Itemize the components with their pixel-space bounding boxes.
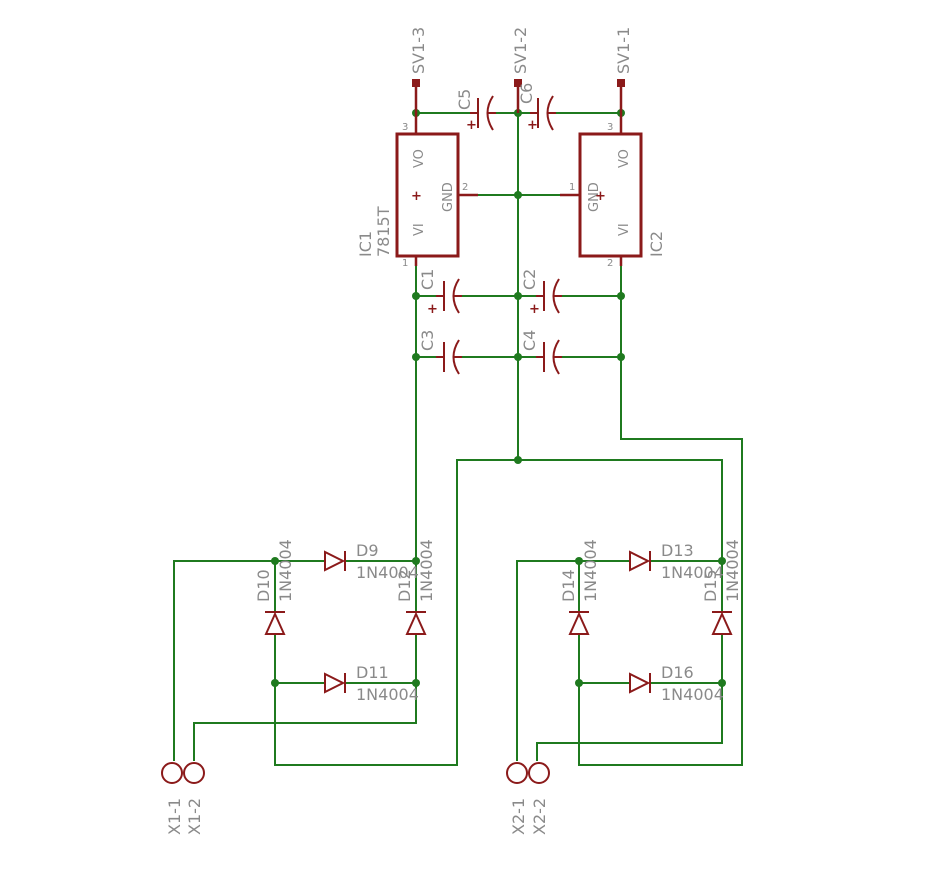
ic2-gnd: GND [587,182,602,212]
d10-label: D10 [254,569,273,602]
junctions [271,109,726,687]
d14-diode: D14 1N4004 [559,539,600,635]
d14-value: 1N4004 [581,539,600,602]
ic1-plus: + [411,189,422,204]
c1-polarity: + [427,302,438,317]
d15-diode: D15 1N4004 [701,539,742,635]
d11-label: D11 [356,663,389,682]
ic2-regulator: 3 1 2 VO GND VI + IC2 [560,113,666,269]
ic2-pin1: 1 [569,182,575,193]
d9-value: 1N4004 [356,563,419,582]
c5-capacitor: + C5 [455,89,496,133]
x2-1-label: X2-1 [509,798,528,835]
d9-diode: D9 1N4004 [324,541,419,582]
c6-label: C6 [517,83,536,104]
ic2-plus: + [595,189,606,204]
d11-value: 1N4004 [356,685,419,704]
c4-label: C4 [520,330,539,351]
c6-capacitor: + C6 [517,83,556,133]
d12-value: 1N4004 [417,539,436,602]
x1-terminal: X1-1 X1-2 [161,762,205,835]
d16-diode: D16 1N4004 [629,663,724,704]
sv1-3-pin: SV1-3 [409,27,428,113]
ic2-pin3: 3 [607,122,613,133]
d12-label: D12 [395,569,414,602]
sv1-1-label: SV1-1 [614,27,633,74]
d16-value: 1N4004 [661,685,724,704]
x1-2-label: X1-2 [185,798,204,835]
d9-label: D9 [356,541,379,560]
c4-capacitor: C4 [520,330,562,375]
sv1-3-label: SV1-3 [409,27,428,74]
wires [173,112,743,766]
ic2-vo: VO [617,149,632,168]
d11-diode: D11 1N4004 [324,663,419,704]
x2-2-label: X2-2 [530,798,549,835]
ic1-name: IC1 [356,231,375,257]
c5-label: C5 [455,89,474,110]
c3-capacitor: C3 [418,330,462,375]
d10-value: 1N4004 [276,539,295,602]
ic1-gnd: GND [441,182,456,212]
ic1-pin1: 1 [402,258,408,269]
c2-label: C2 [520,269,539,290]
c2-capacitor: + C2 [520,269,562,317]
d13-diode: D13 1N4004 [629,541,724,582]
ic1-pin3: 3 [402,122,408,133]
ic1-vo: VO [412,149,427,168]
ic1-value: 7815T [374,206,393,257]
ic2-name: IC2 [647,231,666,257]
c3-label: C3 [418,330,437,351]
ic1-pin2: 2 [462,182,468,193]
d15-value: 1N4004 [723,539,742,602]
x2-terminal: X2-1 X2-2 [506,762,550,835]
d16-label: D16 [661,663,694,682]
sv1-2-pin: SV1-2 [511,27,530,113]
ic1-vi: VI [412,223,427,236]
c5-polarity: + [466,118,477,133]
c1-capacitor: + C1 [418,269,462,317]
d12-diode: D12 1N4004 [395,539,436,635]
c1-label: C1 [418,269,437,290]
d14-label: D14 [559,569,578,602]
c2-polarity: + [529,302,540,317]
d10-diode: D10 1N4004 [254,539,295,635]
sv1-2-label: SV1-2 [511,27,530,74]
x1-1-label: X1-1 [165,798,184,835]
c6-polarity: + [527,118,538,133]
ic2-vi: VI [617,223,632,236]
sv1-1-pin: SV1-1 [614,27,633,113]
d13-value: 1N4004 [661,563,724,582]
d15-label: D15 [701,569,720,602]
ic2-pin2: 2 [607,258,613,269]
d13-label: D13 [661,541,694,560]
ic1-regulator: 3 2 1 VO GND VI + IC1 7815T [356,113,478,269]
